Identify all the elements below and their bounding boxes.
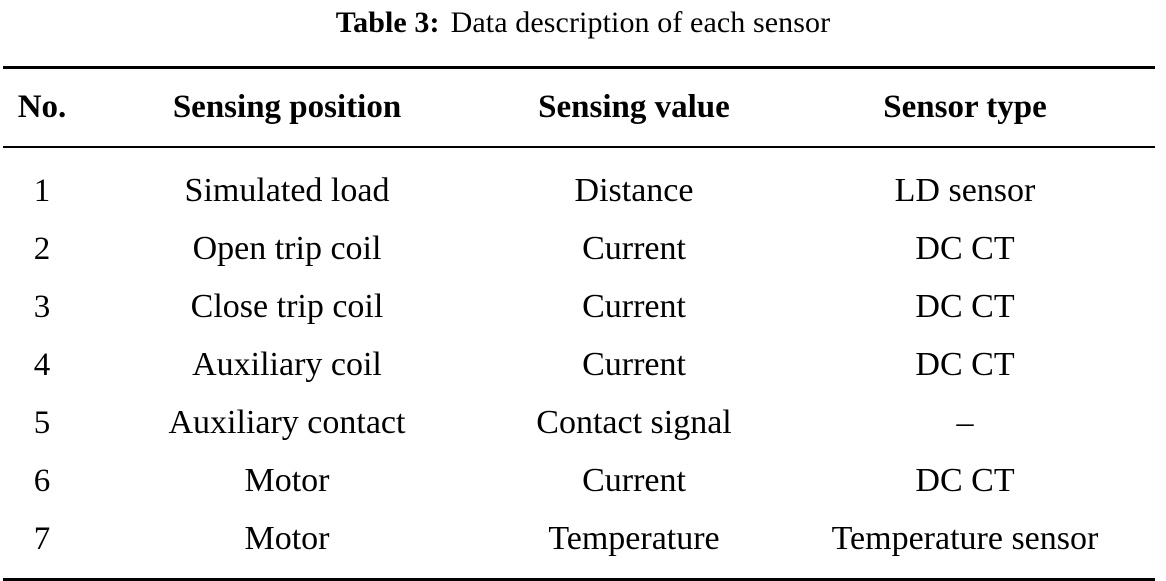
cell-position: Simulated load <box>184 172 390 209</box>
cell-no: 7 <box>3 510 81 581</box>
cell-value: Contact signal <box>536 404 732 441</box>
cell-value: Current <box>582 288 686 325</box>
cell-type: DC CT <box>915 230 1015 267</box>
cell-type: LD sensor <box>894 172 1036 209</box>
cell-no: 6 <box>33 463 51 499</box>
table-container: No. Sensing position Sensing value Senso… <box>3 66 1155 581</box>
cell-value: Distance <box>574 172 694 209</box>
cell-type: DC CT <box>915 462 1015 499</box>
table-header: No. Sensing position Sensing value Senso… <box>3 66 1155 148</box>
cell-no: 1 <box>33 173 51 209</box>
table-header-row: No. Sensing position Sensing value Senso… <box>3 66 1155 148</box>
table-row: 5 Auxiliary contact Contact signal – <box>3 394 1155 452</box>
table-row: 7 Motor Temperature Temperature sensor <box>3 510 1155 581</box>
cell-no: 4 <box>33 347 51 383</box>
caption-label: Table 3: <box>335 6 440 39</box>
cell-position: Auxiliary contact <box>168 404 406 441</box>
cell-value: Current <box>582 346 686 383</box>
table-row: 2 Open trip coil Current DC CT <box>3 220 1155 278</box>
caption-text: Data description of each sensor <box>450 6 831 39</box>
cell-value: Temperature <box>493 510 775 581</box>
table-row: 4 Auxiliary coil Current DC CT <box>3 336 1155 394</box>
column-header-type: Sensor type <box>775 66 1155 148</box>
cell-position: Motor <box>244 462 330 499</box>
cell-position: Auxiliary coil <box>192 346 382 383</box>
cell-type: DC CT <box>915 346 1015 383</box>
cell-no: 5 <box>33 405 51 441</box>
cell-position: Open trip coil <box>192 230 382 267</box>
cell-type: Temperature sensor <box>775 510 1155 581</box>
column-header-no: No. <box>3 66 81 148</box>
cell-position: Close trip coil <box>190 288 384 325</box>
column-header-position: Sensing position <box>81 66 493 148</box>
sensor-description-table: No. Sensing position Sensing value Senso… <box>3 66 1155 581</box>
cell-value: Current <box>582 462 686 499</box>
cell-type: DC CT <box>915 288 1015 325</box>
table-row: 3 Close trip coil Current DC CT <box>3 278 1155 336</box>
cell-no: 2 <box>33 231 51 267</box>
table-row: 1 Simulated load Distance LD sensor <box>3 147 1155 220</box>
cell-position: Motor <box>81 510 493 581</box>
cell-type: – <box>956 404 974 441</box>
table-row: 6 Motor Current DC CT <box>3 452 1155 510</box>
table-body: 1 Simulated load Distance LD sensor 2 Op… <box>3 147 1155 581</box>
cell-value: Current <box>582 230 686 267</box>
table-caption: Table 3: Data description of each sensor <box>0 0 1166 46</box>
column-header-value: Sensing value <box>493 66 775 148</box>
cell-no: 3 <box>33 289 51 325</box>
